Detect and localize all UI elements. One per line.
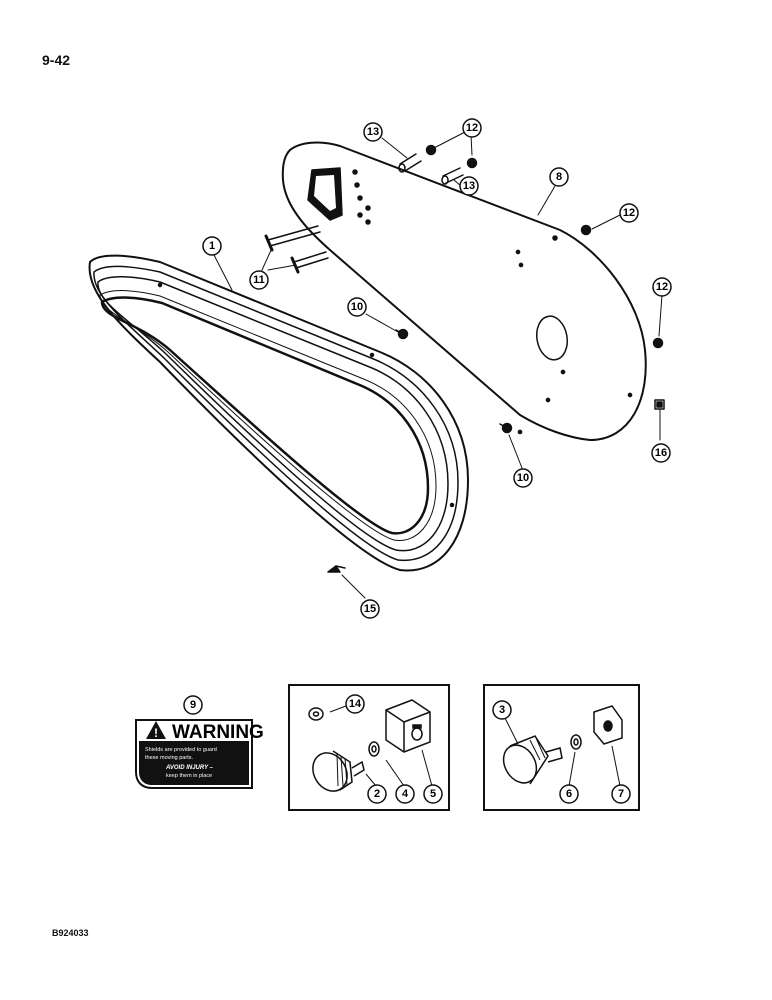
callout-11: 11	[249, 270, 269, 290]
callout-10-lower: 10	[513, 468, 533, 488]
callout-16: 16	[651, 443, 671, 463]
callout-5: 5	[423, 784, 443, 804]
callout-13-lower: 13	[459, 176, 479, 196]
callout-13-upper: 13	[363, 122, 383, 142]
warning-triangle-icon	[146, 721, 166, 739]
page-number: 9-42	[42, 52, 71, 68]
callout-10-upper: 10	[347, 297, 367, 317]
warning-line-4: keep them in place	[166, 773, 212, 779]
callout-6: 6	[559, 784, 579, 804]
svg-text:15: 15	[364, 603, 376, 615]
cover-plate	[281, 141, 647, 441]
callout-9: 9	[183, 695, 203, 715]
svg-text:10: 10	[351, 301, 363, 313]
svg-text:12: 12	[466, 122, 478, 134]
nut-12-a	[425, 144, 437, 156]
svg-text:5: 5	[430, 788, 436, 800]
belt-shield	[88, 254, 469, 572]
svg-text:6: 6	[566, 788, 572, 800]
knob-3	[502, 735, 563, 785]
svg-text:7: 7	[618, 788, 624, 800]
svg-text:10: 10	[517, 472, 529, 484]
callout-12-right: 12	[619, 203, 639, 223]
callout-3: 3	[492, 700, 512, 720]
clip-16	[654, 399, 665, 410]
wing-bolt-15	[327, 565, 346, 573]
svg-text:8: 8	[556, 171, 562, 183]
svg-text:14: 14	[349, 698, 362, 710]
callout-14: 14	[345, 694, 365, 714]
callout-1: 1	[202, 236, 222, 256]
screw-10-upper	[395, 328, 409, 340]
bolt-11-lower	[290, 251, 329, 274]
svg-text:!: !	[154, 726, 158, 740]
callout-4: 4	[395, 784, 415, 804]
callout-15: 15	[360, 599, 380, 619]
bracket-5	[385, 699, 431, 753]
svg-text:2: 2	[374, 788, 380, 800]
warning-line-1: Shields are provided to guard	[145, 747, 217, 753]
warning-line-2: these moving parts.	[145, 755, 193, 761]
svg-text:13: 13	[367, 126, 379, 138]
knob-2	[312, 750, 365, 792]
clip-7	[593, 705, 623, 745]
warning-decal: ! WARNING Shields are provided to guard …	[135, 719, 264, 789]
warning-title: WARNING	[172, 722, 264, 743]
knob-variant-inset	[483, 684, 640, 811]
callout-12-lower: 12	[652, 277, 672, 297]
svg-text:12: 12	[656, 281, 668, 293]
svg-text:12: 12	[623, 207, 635, 219]
callout-12-top: 12	[462, 118, 482, 138]
svg-text:3: 3	[499, 704, 505, 716]
callout-8: 8	[549, 167, 569, 187]
svg-text:9: 9	[190, 699, 196, 711]
svg-text:16: 16	[655, 447, 667, 459]
svg-text:1: 1	[209, 240, 215, 252]
warning-line-3: AVOID INJURY –	[165, 765, 214, 771]
screw-10-lower	[499, 422, 513, 434]
svg-text:11: 11	[253, 274, 265, 286]
knob-assembly-inset	[288, 684, 450, 811]
spacer-13-lower	[441, 167, 464, 185]
figure-code: B924033	[52, 928, 89, 938]
bolt-11-upper	[264, 225, 321, 252]
nut-12-b	[466, 157, 478, 169]
nut-12-d	[652, 337, 664, 349]
svg-text:4: 4	[402, 788, 409, 800]
callout-7: 7	[611, 784, 631, 804]
nut-12-c	[580, 224, 592, 236]
svg-text:13: 13	[463, 180, 475, 192]
callout-2: 2	[367, 784, 387, 804]
spacer-13-upper	[398, 153, 422, 173]
